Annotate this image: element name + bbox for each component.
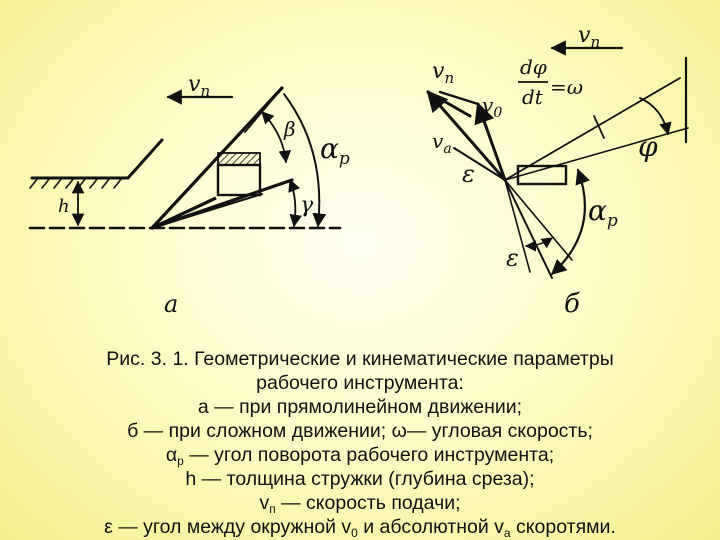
label-top-feed-speed: vп xyxy=(578,23,600,51)
label-alpha-p-b: αр xyxy=(588,194,618,231)
radius-line xyxy=(504,77,681,181)
upper-surface-line xyxy=(30,138,164,180)
caption-line-7: vп — скорость подачи; xyxy=(259,492,461,516)
caption-line-3: а — при прямолинейном движении; xyxy=(197,396,523,418)
lower-ray-2 xyxy=(504,179,531,273)
label-epsilon-2: ε xyxy=(506,244,519,272)
caption-line-1: Рис. 3. 1. Геометрические и кинематическ… xyxy=(106,348,614,370)
label-beta: β xyxy=(283,117,296,141)
beta-ray xyxy=(244,87,283,133)
epsilon-arc xyxy=(524,237,553,252)
alpha-arc xyxy=(283,93,327,228)
radius-tick xyxy=(593,115,605,139)
caption-line-6: h — толщина стружки (глубина среза); xyxy=(185,468,535,490)
diagram-a xyxy=(28,86,342,230)
label-feed-speed: vп xyxy=(188,72,210,100)
kinematic-diagram: vп h β αр γ а vп vп v0 va dφ xyxy=(28,23,689,319)
label-epsilon: ε xyxy=(462,160,475,188)
alpha-arc-b xyxy=(550,168,590,276)
vector-v0 xyxy=(474,102,507,182)
label-dphi: dφ xyxy=(520,55,547,79)
caption-line-8: ε — угол между окружной v0 и абсолютной … xyxy=(104,516,616,540)
caption-line-4: б — при сложном движении; ω— угловая ско… xyxy=(127,420,593,442)
label-letter-b: б xyxy=(564,289,580,319)
caption-line-2: рабочего инструмента: xyxy=(256,372,464,394)
label-h: h xyxy=(58,196,70,217)
vector-connector xyxy=(438,90,480,106)
label-phi: φ xyxy=(638,130,658,163)
radius-line-2 xyxy=(504,127,689,181)
label-gamma: γ xyxy=(300,193,314,218)
figure-caption: Рис. 3. 1. Геометрические и кинематическ… xyxy=(0,347,720,539)
beta-arc xyxy=(261,111,292,164)
label-alpha-p: αр xyxy=(320,132,350,169)
velocity-diagonal xyxy=(453,147,506,181)
vector-va xyxy=(426,90,507,182)
tool-rake-line xyxy=(151,193,263,229)
label-vp: vп xyxy=(432,59,454,87)
label-dt-text: dt xyxy=(522,85,544,109)
lower-ray-1 xyxy=(504,179,553,279)
label-letter-a: а xyxy=(164,290,178,318)
label-va: va xyxy=(432,129,452,157)
label-omega: =ω xyxy=(550,75,583,99)
phi-arc xyxy=(639,97,672,136)
label-v0: v0 xyxy=(482,93,502,121)
diagram-b xyxy=(426,40,689,279)
gamma-arc xyxy=(288,178,302,228)
vector-vp xyxy=(426,90,472,118)
tool-holder-hatch xyxy=(217,152,261,166)
tool-holder xyxy=(216,163,262,197)
caption-line-5: αр — угол поворота рабочего инструмента; xyxy=(165,444,555,468)
